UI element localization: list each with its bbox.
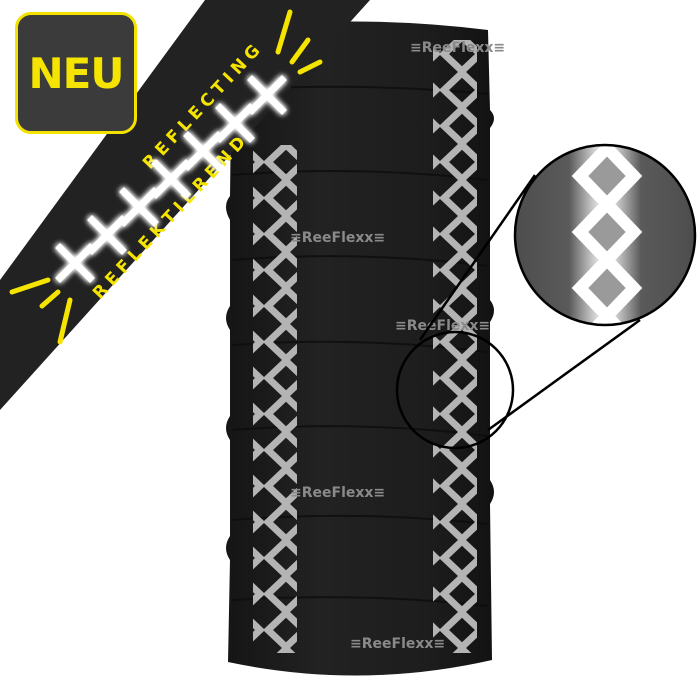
reflective-cross-icon xyxy=(55,75,287,283)
neck-tube: ≡ReeFlexx≡ ≡ReeFlexx≡ ≡ReeFlexx≡ ≡ReeFle… xyxy=(226,21,505,676)
brand-logo: ≡ReeFlexx≡ xyxy=(290,230,385,246)
magnified-circle xyxy=(513,143,697,327)
brand-logo: ≡ReeFlexx≡ xyxy=(410,40,505,56)
new-badge: NEU xyxy=(15,12,137,134)
brand-logo: ≡ReeFlexx≡ xyxy=(395,318,490,334)
right-reflective-strip xyxy=(433,40,477,653)
left-reflective-strip xyxy=(253,145,297,653)
magnifier-callout xyxy=(395,143,697,450)
detail-circle xyxy=(395,330,515,450)
light-rays-icon xyxy=(9,9,323,345)
new-badge-label: NEU xyxy=(28,48,125,98)
brand-logo: ≡ReeFlexx≡ xyxy=(290,485,385,501)
brand-logo: ≡ReeFlexx≡ xyxy=(350,636,445,652)
